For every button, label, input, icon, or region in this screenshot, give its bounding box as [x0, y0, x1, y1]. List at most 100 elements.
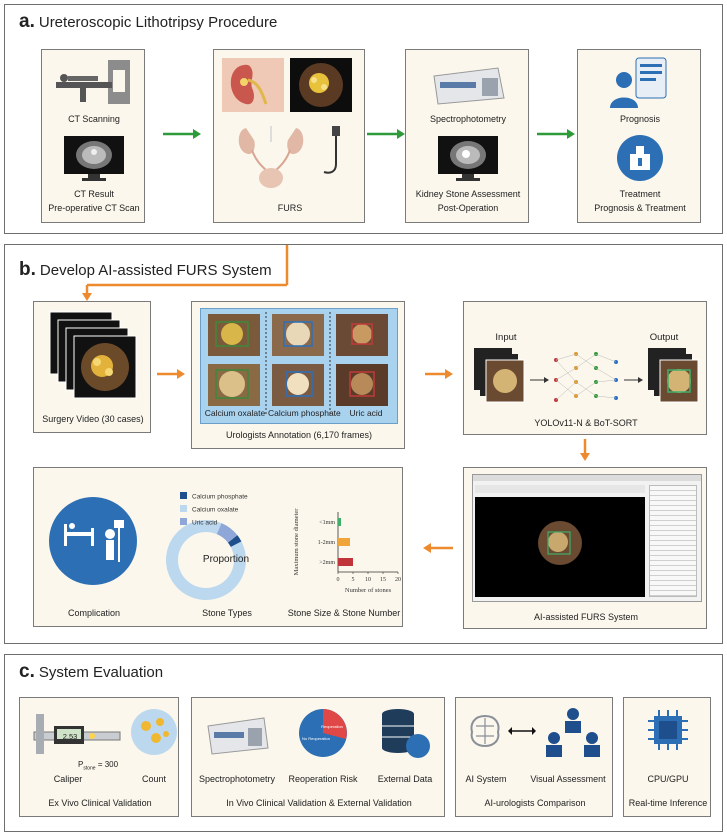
- bar-category-label-0: <1mm: [319, 520, 335, 526]
- caliper-icon: [33, 714, 121, 754]
- box-comparison: AI System Visual Assessment AI-urologist…: [455, 697, 613, 817]
- ct-scanner-icon: [56, 60, 130, 104]
- system-endoscope-frame: [538, 521, 582, 565]
- panel-c-title: c.System Evaluation: [19, 661, 164, 682]
- kidney-illustration: [222, 58, 284, 112]
- spectrophotometer-icon-c: [207, 717, 269, 755]
- bar-x-tick-label-0: 0: [337, 577, 340, 583]
- bar-category-label-1: 1-2mm: [318, 540, 336, 546]
- box-ex-vivo: 2.53 Pstone = 300 Caliper Count Ex Vivo …: [19, 697, 179, 817]
- panel-b: b.Develop AI-assisted FURS System Surger…: [4, 244, 723, 644]
- box-prognosis-treatment: Prognosis Treatment Prognosis & Treatmen…: [577, 49, 701, 223]
- label-spectrophotometry-c: Spectrophotometry: [198, 774, 276, 784]
- bar-x-tick-label-2: 10: [365, 577, 371, 583]
- box-furs: FURS: [213, 49, 365, 223]
- arrow-a3: [537, 127, 575, 145]
- donut-center-label: Proportion: [202, 554, 250, 565]
- caption-in-vivo: In Vivo Clinical Validation & External V…: [226, 798, 412, 808]
- label-treatment: Treatment: [619, 189, 661, 199]
- bar-x-tick-label-1: 5: [352, 577, 355, 583]
- bar-1: [338, 538, 350, 546]
- stone-monitor-icon: [438, 136, 498, 181]
- ct-monitor-icon: [64, 136, 124, 181]
- arrow-furs-to-video: [82, 245, 289, 301]
- caption-comparison: AI-urologists Comparison: [484, 798, 586, 808]
- video-frames-stack: [49, 311, 137, 399]
- caption-ai-system: AI-assisted FURS System: [533, 612, 639, 622]
- donut-group: [166, 520, 246, 600]
- external-data-icon: [382, 709, 430, 758]
- arrow-model-to-system: [579, 439, 591, 466]
- pixel-count-label: Pstone = 300: [78, 760, 119, 772]
- label-ai-system: AI System: [465, 774, 507, 784]
- label-calcium-phosphate: Calcium phosphate: [268, 408, 341, 418]
- system-side-panel: [649, 485, 697, 597]
- caption-furs: FURS: [277, 203, 303, 213]
- bar-y-axis-label: Maximum stone diameter: [293, 508, 300, 576]
- donut-slice-2: [216, 523, 238, 543]
- label-caliper: Caliper: [53, 774, 83, 784]
- label-output: Output: [649, 332, 679, 343]
- network-diagram: [474, 348, 699, 403]
- donut-slice-0: [227, 535, 242, 548]
- cpu-chip-icon: [648, 710, 688, 750]
- caption-model: YOLOv11-N & BoT-SORT: [534, 418, 638, 428]
- donut-legend-swatch-2: [180, 518, 187, 525]
- label-ct-scanning: CT Scanning: [68, 114, 120, 124]
- system-window: [472, 474, 702, 602]
- pie-label-reoperation: Reoperation: [321, 724, 343, 729]
- label-ct-result: CT Result: [74, 189, 114, 199]
- bar-x-axis-label: Number of stones: [345, 587, 392, 594]
- annotation-frames: [208, 312, 388, 416]
- donut-legend-label-0: Calcium phosphate: [192, 494, 248, 501]
- arrow-system-to-results: [423, 541, 453, 559]
- box-model: Input Output YOLOv11-N & BoT-SORT: [463, 301, 707, 435]
- label-reoperation-risk: Reoperation Risk: [288, 774, 358, 784]
- pie-label-no-reoperation: No Reoperation: [302, 736, 330, 741]
- label-spectrophotometry: Spectrophotometry: [429, 114, 507, 124]
- bar-category-label-2: >2mm: [319, 560, 335, 566]
- donut-legend-label-1: Calcium oxalate: [192, 507, 239, 514]
- label-external-data: External Data: [377, 774, 433, 784]
- label-cpu-gpu: CPU/GPU: [647, 774, 689, 784]
- caption-pre-op-ct: Pre-operative CT Scan: [48, 203, 140, 213]
- label-complication: Complication: [67, 608, 121, 618]
- panel-a: a.Ureteroscopic Lithotripsy Procedure CT…: [4, 4, 723, 234]
- donut-legend-swatch-0: [180, 492, 187, 499]
- donut-legend-swatch-1: [180, 505, 187, 512]
- label-prognosis: Prognosis: [619, 114, 661, 124]
- compare-arrow-icon: [508, 727, 536, 735]
- box-post-operation: Spectrophotometry Kidney Stone Assessmen…: [405, 49, 529, 223]
- label-uric-acid: Uric acid: [349, 408, 383, 418]
- box-annotation: Calcium oxalate Calcium phosphate Uric a…: [191, 301, 405, 449]
- panel-a-title: a.Ureteroscopic Lithotripsy Procedure: [19, 11, 278, 32]
- label-visual-assessment: Visual Assessment: [530, 774, 606, 784]
- label-input: Input: [495, 332, 517, 343]
- caliper-reading: 2.53: [62, 732, 78, 741]
- label-stone-size: Stone Size & Stone Number: [287, 608, 401, 618]
- bar-0: [338, 518, 341, 526]
- caption-real-time: Real-time Inference: [628, 798, 708, 808]
- label-count: Count: [141, 774, 167, 784]
- system-toolbar: [475, 485, 645, 493]
- box-real-time: CPU/GPU Real-time Inference: [623, 697, 711, 817]
- count-icon: [131, 709, 177, 755]
- box-ct-scan: CT Scanning CT Result Pre-operative CT S…: [41, 49, 145, 223]
- arrow-video-to-annotation: [157, 367, 185, 385]
- complication-icon: [49, 497, 137, 585]
- donut-slice-1: [166, 520, 246, 600]
- caption-surgery-video: Surgery Video (30 cases): [42, 414, 144, 424]
- bar-2: [338, 558, 353, 566]
- arrow-a1: [163, 127, 201, 145]
- treatment-icon: [617, 135, 663, 181]
- urinary-tract-illustration: [238, 126, 340, 188]
- panel-c: c.System Evaluation 2.53 Pstone = 300 Ca…: [4, 654, 723, 832]
- box-in-vivo: Reoperation No Reoperation Spectrophotom…: [191, 697, 445, 817]
- ai-brain-icon: [470, 714, 500, 748]
- system-titlebar: [473, 475, 701, 481]
- arrow-annotation-to-model: [425, 367, 453, 385]
- urologists-icon: [546, 708, 600, 757]
